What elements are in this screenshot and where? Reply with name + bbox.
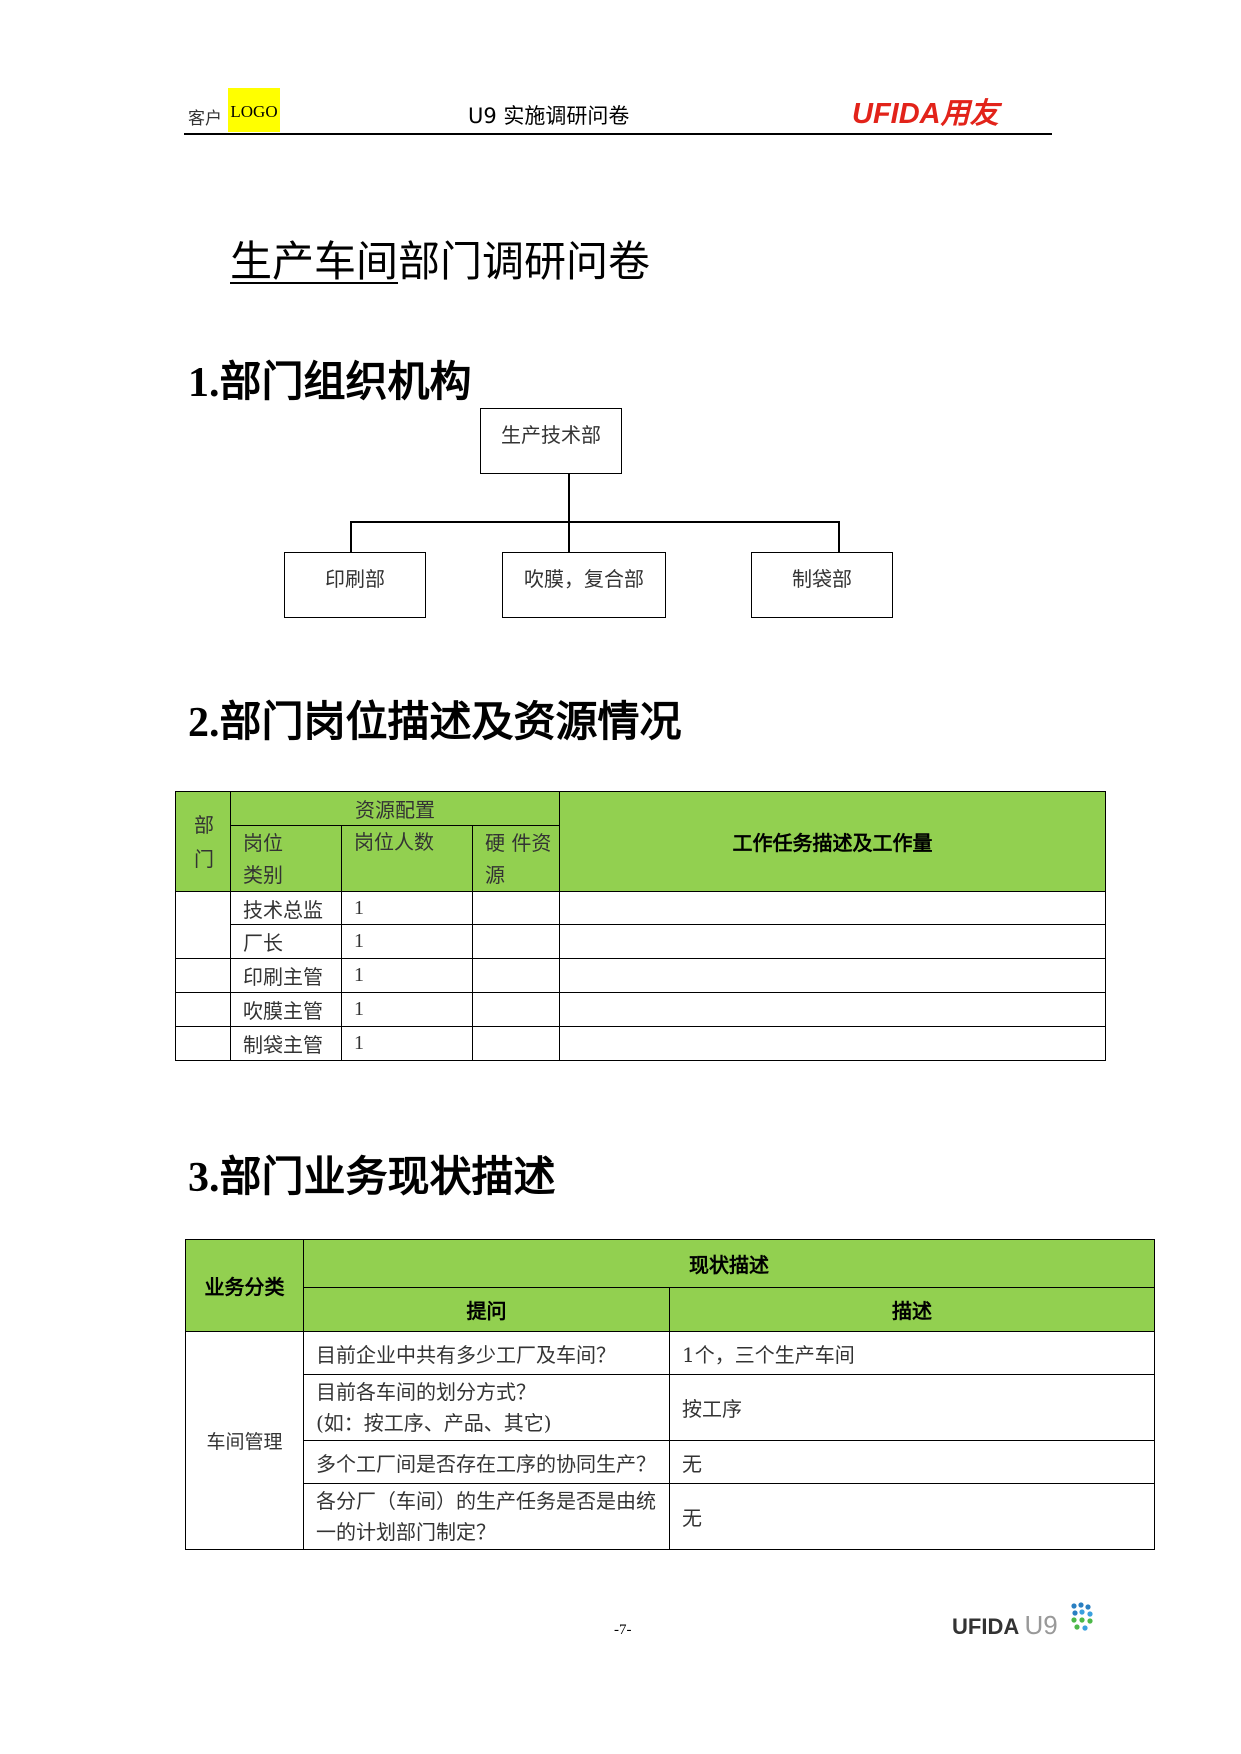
page-number: -7- — [614, 1622, 632, 1638]
document-title-rest: 部门调研问卷 — [398, 237, 651, 286]
u9-dots-icon — [1071, 1602, 1093, 1631]
org-connector — [838, 521, 840, 553]
header-divider — [184, 133, 1052, 135]
logo-label: LOGO — [230, 102, 278, 121]
col-description: 描述 — [669, 1287, 1155, 1332]
org-connector — [350, 521, 352, 553]
section-heading-2: 2.部门岗位描述及资源情况 — [188, 697, 682, 746]
col-hardware: 硬 件资源 — [472, 825, 560, 892]
question-cell: 多个工厂间是否存在工序的协同生产？ — [303, 1440, 670, 1484]
dept-cell — [175, 891, 231, 959]
table-cell — [472, 958, 560, 993]
org-node-film: 吹膜，复合部 — [502, 552, 666, 618]
dept-cell — [175, 958, 231, 993]
table-cell: 印刷主管 — [230, 958, 342, 993]
header-title: U9 实施调研问卷 — [468, 104, 630, 128]
section-heading-1: 1.部门组织机构 — [188, 357, 472, 406]
table-cell — [559, 1026, 1106, 1061]
table-cell: 1 — [341, 992, 473, 1027]
table-cell: 1 — [341, 958, 473, 993]
client-label: 客户 — [188, 109, 222, 129]
document-title: 生产车间部门调研问卷 — [230, 228, 650, 289]
table-cell — [559, 958, 1106, 993]
col-task: 工作任务描述及工作量 — [559, 791, 1106, 892]
org-connector — [568, 521, 570, 553]
question-cell: 目前各车间的划分方式？ (如：按工序、产品、其它) — [303, 1374, 670, 1441]
answer-cell: 1个，三个生产车间 — [669, 1331, 1155, 1375]
table-cell: 1 — [341, 924, 473, 959]
category-cell: 车间管理 — [185, 1331, 304, 1550]
table-cell — [472, 1026, 560, 1061]
col-post: 岗位类别 — [230, 825, 342, 892]
section-heading-3: 3.部门业务现状描述 — [188, 1152, 556, 1201]
ufida-u9-logo: UFIDA U9 — [952, 1610, 1058, 1640]
org-connector — [568, 474, 570, 522]
col-status: 现状描述 — [303, 1239, 1155, 1288]
table-cell: 吹膜主管 — [230, 992, 342, 1027]
ufida-logo: UFIDA用友 — [852, 98, 999, 130]
col-category: 业务分类 — [185, 1239, 304, 1332]
org-node-printing: 印刷部 — [284, 552, 426, 618]
col-count: 岗位人数 — [341, 825, 473, 892]
table-cell — [472, 992, 560, 1027]
question-cell: 目前企业中共有多少工厂及车间？ — [303, 1331, 670, 1375]
answer-cell: 无 — [669, 1483, 1155, 1550]
table-cell — [472, 891, 560, 925]
dept-cell — [175, 1026, 231, 1061]
org-node-bag: 制袋部 — [751, 552, 893, 618]
col-dept: 部门 — [175, 791, 231, 892]
answer-cell: 按工序 — [669, 1374, 1155, 1441]
table-cell — [559, 891, 1106, 925]
document-title-underlined: 生产车间 — [230, 237, 399, 286]
col-resource: 资源配置 — [230, 791, 560, 826]
table-cell: 厂长 — [230, 924, 342, 959]
table-cell: 1 — [341, 1026, 473, 1061]
table-cell — [559, 924, 1106, 959]
org-connector — [350, 521, 840, 523]
org-node-root: 生产技术部 — [480, 408, 622, 474]
col-question: 提问 — [303, 1287, 670, 1332]
table-cell: 1 — [341, 891, 473, 925]
dept-cell — [175, 992, 231, 1027]
table-cell: 技术总监 — [230, 891, 342, 925]
table-cell — [559, 992, 1106, 1027]
business-status-table: 业务分类 现状描述 提问 描述 车间管理 目前企业中共有多少工厂及车间？ 1个，… — [185, 1239, 1155, 1550]
table-cell — [472, 924, 560, 959]
question-cell: 各分厂（车间）的生产任务是否是由统一的计划部门制定？ — [303, 1483, 670, 1550]
client-logo-placeholder: LOGO — [228, 88, 280, 132]
position-resource-table: 部门 资源配置 工作任务描述及工作量 岗位类别 岗位人数 硬 件资源 技术总监 … — [175, 791, 1106, 1061]
answer-cell: 无 — [669, 1440, 1155, 1484]
table-cell: 制袋主管 — [230, 1026, 342, 1061]
